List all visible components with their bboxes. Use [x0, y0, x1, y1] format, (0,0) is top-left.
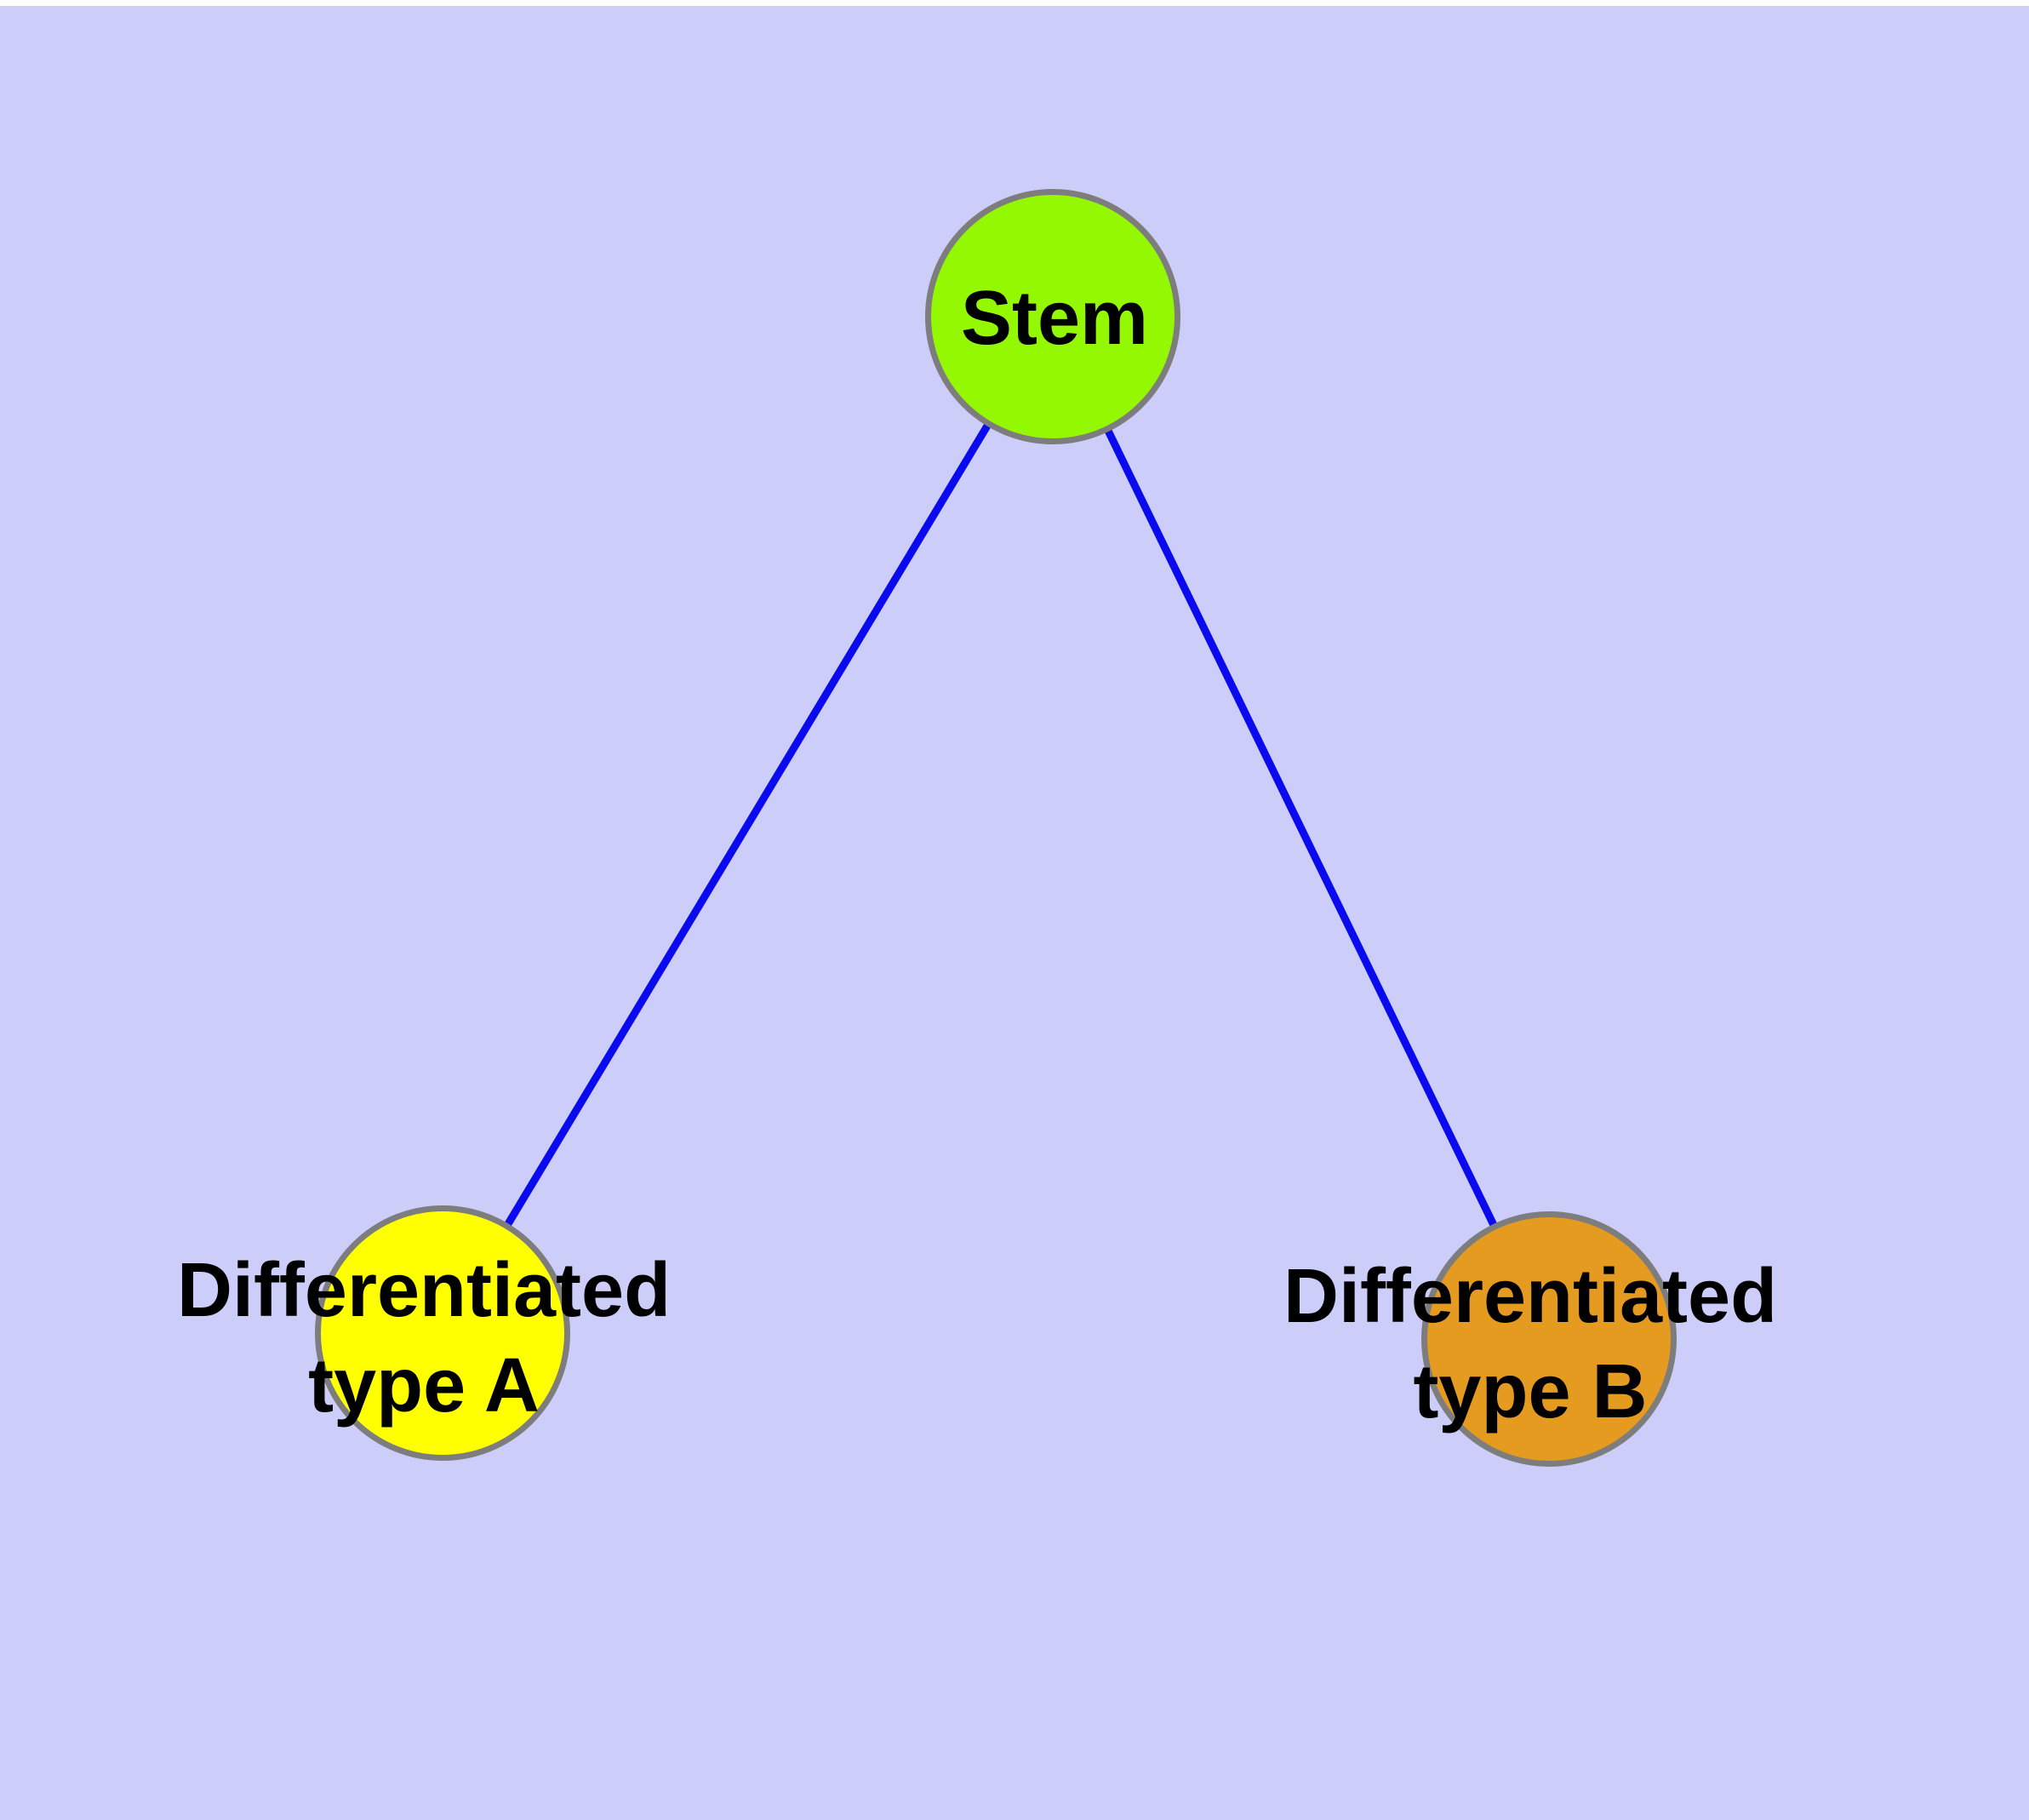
top-margin: [0, 0, 2029, 6]
node-differentiated-type-b: [1421, 1211, 1677, 1467]
node-label-line: type A: [308, 1343, 540, 1428]
node-label-differentiated-type-b: Differentiated type B: [1283, 1249, 1777, 1439]
node-label-line: Stem: [960, 276, 1149, 361]
node-label-stem: Stem: [961, 271, 1148, 366]
node-label-line: type B: [1413, 1349, 1648, 1434]
node-stem: [925, 189, 1180, 444]
edge-stem-to-type-a: [438, 312, 1057, 1337]
node-label-differentiated-type-a: Differentiated type A: [177, 1243, 671, 1434]
node-label-line: Differentiated: [1283, 1254, 1778, 1339]
node-differentiated-type-a: [315, 1205, 570, 1461]
node-label-line: Differentiated: [176, 1248, 672, 1333]
edge-stem-to-type-b: [1049, 312, 1553, 1343]
